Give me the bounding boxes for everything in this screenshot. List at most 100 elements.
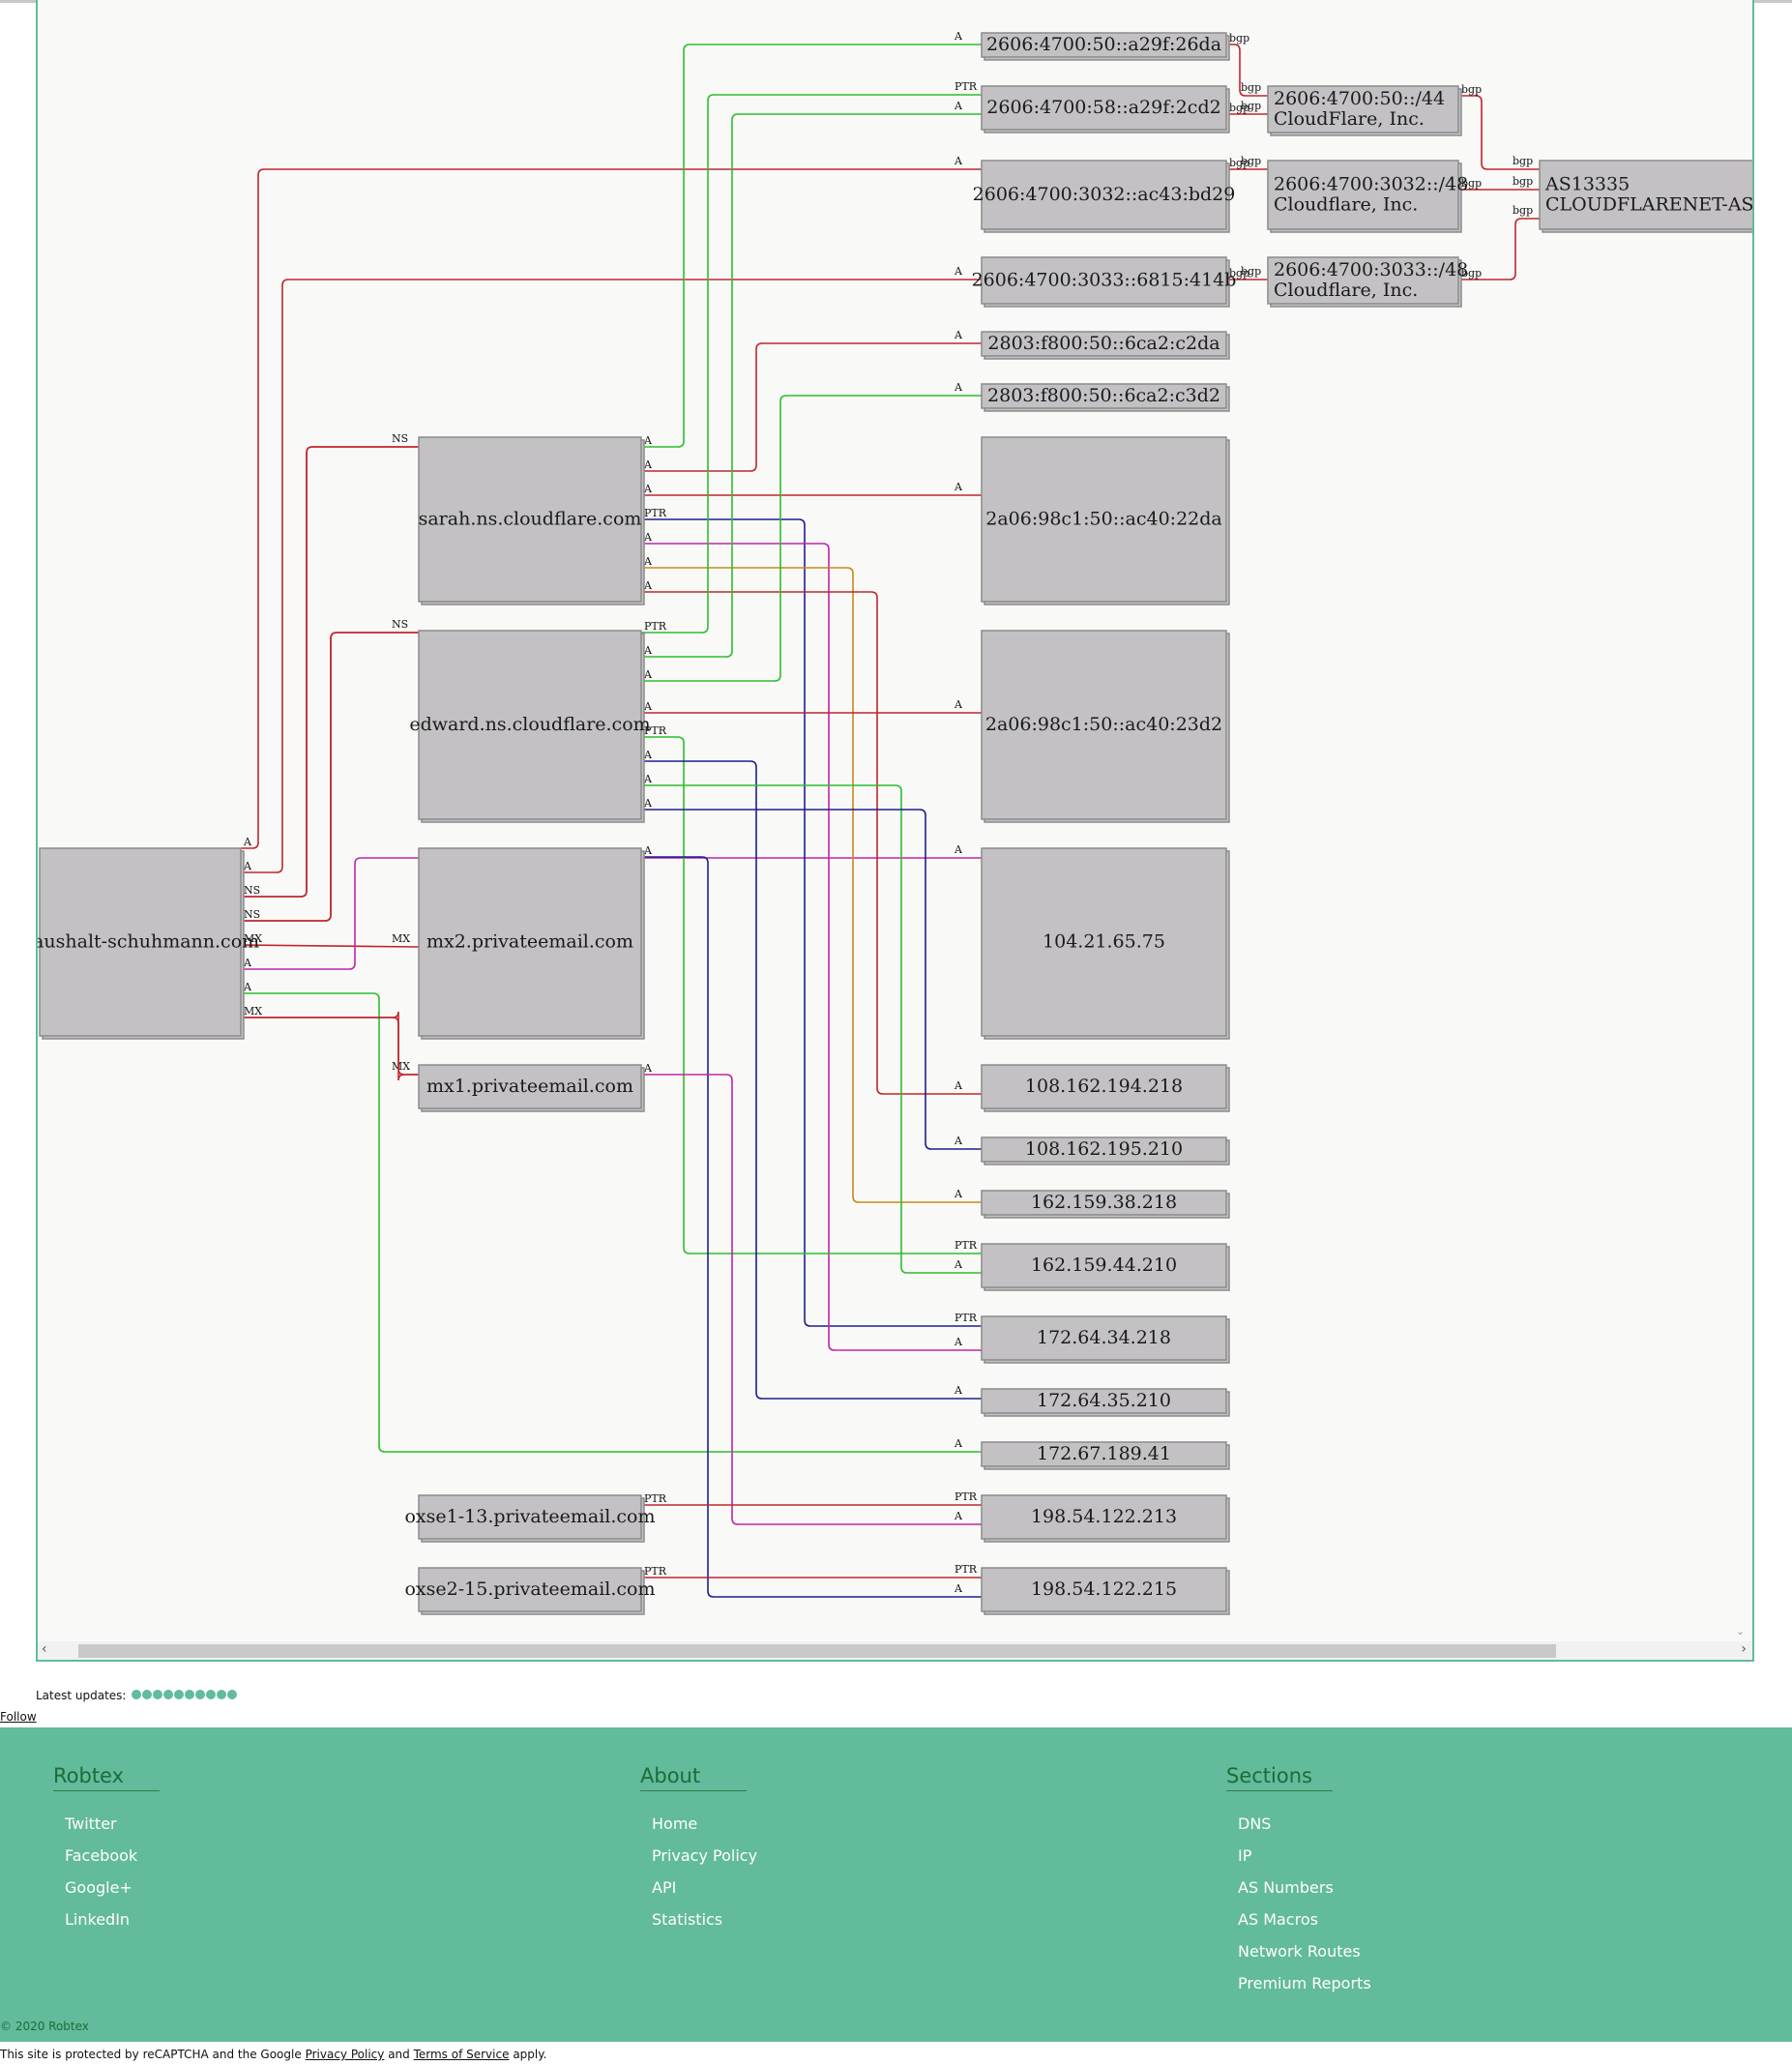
update-dot[interactable]: [185, 1690, 195, 1699]
node-2a06-98c1-50-ac40-22da[interactable]: 2a06:98c1:50::ac40:22da: [981, 436, 1230, 605]
scrollbar-thumb[interactable]: [78, 1644, 1556, 1658]
footer-link-ip[interactable]: IP: [1238, 1846, 1252, 1865]
update-dot[interactable]: [163, 1690, 174, 1699]
node-172-64-34-218[interactable]: 172.64.34.218: [981, 1315, 1230, 1364]
node-2606-4700-3032-ac43-bd29[interactable]: 2606:4700:3032::ac43:bd29: [973, 160, 1236, 233]
graph-edge: [641, 342, 982, 472]
node-label: oxse1-13.privateemail.com: [404, 1506, 655, 1527]
node-198-54-122-213[interactable]: 198.54.122.213: [981, 1494, 1230, 1543]
footer-link-network-routes[interactable]: Network Routes: [1238, 1942, 1361, 1961]
horizontal-scrollbar[interactable]: ‹ ›: [38, 1641, 1752, 1660]
edge-source-label: MX: [244, 932, 262, 945]
node-haushalt-schuhmann-com[interactable]: haushalt-schuhmann.com: [38, 847, 259, 1040]
node-162-159-44-210[interactable]: 162.159.44.210: [981, 1243, 1230, 1291]
edge-source-label: A: [643, 555, 653, 568]
node-edward-ns-cloudflare-com[interactable]: edward.ns.cloudflare.com: [409, 630, 651, 823]
footer-link-as-macros[interactable]: AS Macros: [1238, 1910, 1318, 1929]
footer-column-robtex: Robtex Twitter Facebook Google+ LinkedIn: [53, 1764, 160, 1940]
edge-source-label: MX: [244, 1005, 262, 1018]
node-172-64-35-210[interactable]: 172.64.35.210: [981, 1388, 1230, 1417]
node-2803-f800-50-6ca2-c2da[interactable]: 2803:f800:50::6ca2:c2da: [981, 331, 1230, 360]
update-dot[interactable]: [206, 1690, 217, 1699]
graph-edge: [241, 446, 419, 898]
node-2803-f800-50-6ca2-c3d2[interactable]: 2803:f800:50::6ca2:c3d2: [981, 383, 1230, 412]
edge-label: MX: [392, 932, 410, 945]
google-privacy-link[interactable]: Privacy Policy: [305, 2048, 385, 2061]
node-198-54-122-215[interactable]: 198.54.122.215: [981, 1567, 1230, 1615]
edge-label: NS: [392, 618, 408, 631]
node-162-159-38-218[interactable]: 162.159.38.218: [981, 1190, 1230, 1219]
node-box: [418, 1567, 642, 1612]
edge-label: A: [954, 1079, 963, 1092]
node-label: 2606:4700:3032::/48: [1274, 174, 1468, 195]
footer-link-statistics[interactable]: Statistics: [652, 1910, 723, 1929]
node-oxse2-15-privateemail-com[interactable]: oxse2-15.privateemail.com: [404, 1567, 656, 1615]
node-box: [981, 436, 1227, 603]
update-dot[interactable]: [217, 1690, 227, 1699]
node-box: [418, 436, 642, 603]
update-dot[interactable]: [174, 1690, 185, 1699]
edge-label: A: [954, 381, 963, 394]
graph-edge-route: [241, 632, 419, 922]
node-oxse1-13-privateemail-com[interactable]: oxse1-13.privateemail.com: [404, 1494, 656, 1543]
node-2606-4700-3033-6815-414b[interactable]: 2606:4700:3033::6815:414b: [972, 256, 1237, 308]
edge-source-label: A: [643, 483, 653, 495]
footer-link-twitter[interactable]: Twitter: [65, 1814, 117, 1833]
footer-link-privacy-policy[interactable]: Privacy Policy: [652, 1846, 758, 1865]
footer-link-linkedin[interactable]: LinkedIn: [65, 1910, 131, 1929]
node-2606-4700-50-a29f-26da[interactable]: 2606:4700:50::a29f:26da: [981, 32, 1230, 61]
node-2606-4700-58-a29f-2cd2[interactable]: 2606:4700:58::a29f:2cd2: [981, 85, 1230, 133]
footer-link-facebook[interactable]: Facebook: [65, 1846, 138, 1865]
node-label: 198.54.122.215: [1031, 1578, 1177, 1600]
update-dot[interactable]: [195, 1690, 206, 1699]
footer: Robtex Twitter Facebook Google+ LinkedIn…: [0, 1727, 1792, 2042]
node-104-21-65-75[interactable]: 104.21.65.75: [981, 847, 1230, 1040]
node-label: Cloudflare, Inc.: [1274, 194, 1418, 216]
footer-link-dns[interactable]: DNS: [1238, 1814, 1272, 1833]
footer-link-as-numbers[interactable]: AS Numbers: [1238, 1878, 1334, 1897]
google-terms-link[interactable]: Terms of Service: [413, 2048, 510, 2061]
graph-edge: [641, 518, 982, 1327]
node-mx1-privateemail-com[interactable]: mx1.privateemail.com: [418, 1064, 645, 1112]
node-108-162-194-218[interactable]: 108.162.194.218: [981, 1064, 1230, 1112]
graph-edge: [1458, 218, 1540, 280]
scroll-right-icon[interactable]: ›: [1741, 1641, 1747, 1657]
edge-label: A: [954, 100, 963, 112]
footer-link-api[interactable]: API: [652, 1878, 677, 1897]
update-dot[interactable]: [227, 1690, 238, 1699]
recaptcha-notice: This site is protected by reCAPTCHA and …: [0, 2048, 546, 2061]
recaptcha-prefix: This site is protected by reCAPTCHA and …: [0, 2048, 302, 2061]
follow-link[interactable]: Follow: [0, 1710, 37, 1724]
node-label: 2a06:98c1:50::ac40:22da: [985, 509, 1222, 530]
node-box: [981, 1388, 1227, 1414]
scroll-down-icon[interactable]: ⌄: [1736, 1625, 1746, 1637]
node-108-162-195-210[interactable]: 108.162.195.210: [981, 1136, 1230, 1165]
update-dot[interactable]: [132, 1690, 142, 1699]
node-sarah-ns-cloudflare-com[interactable]: sarah.ns.cloudflare.com: [418, 436, 645, 605]
node-2a06-98c1-50-ac40-23d2[interactable]: 2a06:98c1:50::ac40:23d2: [981, 630, 1230, 823]
graph-edge: [241, 632, 419, 922]
edge-label: A: [954, 1188, 963, 1200]
footer-link-home[interactable]: Home: [652, 1814, 698, 1833]
edge-source-label: A: [643, 700, 653, 713]
scroll-left-icon[interactable]: ‹: [42, 1641, 47, 1657]
recaptcha-suffix: apply.: [513, 2048, 547, 2061]
edge-source-label: A: [643, 749, 653, 761]
network-graph[interactable]: AAAANSNSNSNSMXMXAAAAMXMXAAAAAAPTRPTRAAAA…: [38, 0, 1754, 1641]
footer-link-premium-reports[interactable]: Premium Reports: [1238, 1974, 1371, 1992]
edge-source-label: bgp: [1461, 83, 1482, 96]
update-dot[interactable]: [142, 1690, 153, 1699]
node-mx2-privateemail-com[interactable]: mx2.privateemail.com: [418, 847, 645, 1040]
edge-source-label: A: [243, 957, 252, 969]
update-dot[interactable]: [153, 1690, 163, 1699]
node-label: 2a06:98c1:50::ac40:23d2: [985, 714, 1222, 735]
footer-link-googleplus[interactable]: Google+: [65, 1878, 132, 1897]
node-172-67-189-41[interactable]: 172.67.189.41: [981, 1441, 1230, 1470]
node-box: [981, 85, 1227, 131]
edge-source-label: bgp: [1461, 177, 1482, 190]
